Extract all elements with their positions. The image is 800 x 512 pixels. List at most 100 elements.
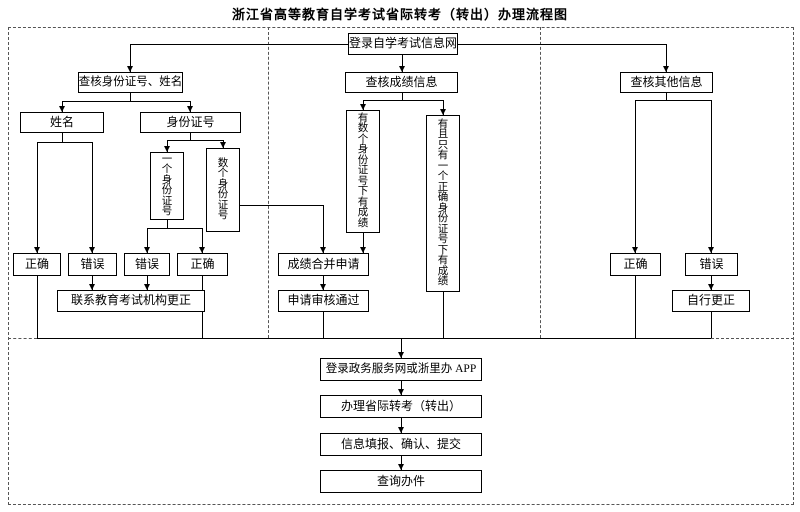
node-label: 自行更正 — [686, 293, 735, 308]
node-label: 正确 — [24, 256, 49, 271]
node-handle-transfer-out: 办理省际转考（转出） — [320, 395, 482, 418]
flow-line — [240, 205, 323, 206]
node-scores-under-multiple-ids: 有数个身份证号下有成绩 — [346, 110, 380, 233]
flow-line — [711, 100, 712, 253]
arrow-down-icon — [663, 66, 669, 72]
node-label: 正确 — [623, 256, 648, 271]
flow-line — [363, 233, 364, 253]
flow-line — [37, 142, 92, 143]
convergence-line — [37, 338, 711, 339]
arrow-down-icon — [89, 284, 95, 290]
flow-line — [635, 100, 711, 101]
node-name: 姓名 — [20, 112, 104, 133]
arrow-down-icon — [398, 389, 404, 395]
flow-line — [635, 276, 636, 338]
flow-line — [147, 276, 148, 290]
flow-line — [130, 93, 131, 101]
node-label: 登录政务服务网或浙里办 APP — [325, 363, 477, 376]
flow-line — [62, 133, 63, 142]
arrow-down-icon — [199, 247, 205, 253]
node-label: 信息填报、确认、提交 — [340, 436, 461, 451]
node-label: 一个身份证号 — [161, 153, 173, 217]
flow-line — [401, 381, 402, 395]
node-label: 有数个身份证号下有成绩 — [357, 112, 369, 229]
node-login-exam-net: 登录自学考试信息网 — [348, 33, 458, 55]
arrow-down-icon — [360, 247, 366, 253]
flow-line — [401, 456, 402, 470]
arrow-down-icon — [360, 104, 366, 110]
node-label: 正确 — [190, 256, 215, 271]
node-id-number: 身份证号 — [140, 112, 241, 133]
node-multiple-id-numbers: 数个身份证号 — [206, 148, 240, 232]
node-apply-approved: 申请审核通过 — [278, 290, 369, 312]
node-label: 数个身份证号 — [217, 157, 229, 221]
arrow-down-icon — [127, 66, 133, 72]
arrow-down-icon — [164, 146, 170, 152]
node-name-wrong: 错误 — [68, 253, 117, 276]
node-other-correct: 正确 — [610, 253, 661, 276]
node-label: 成绩合并申请 — [287, 256, 360, 271]
flow-line — [363, 100, 443, 101]
flow-line — [92, 142, 93, 253]
node-other-wrong: 错误 — [685, 253, 738, 276]
node-label: 身份证号 — [166, 114, 215, 129]
flow-line — [401, 338, 402, 358]
node-self-fix: 自行更正 — [672, 290, 750, 312]
node-label: 错误 — [134, 256, 159, 271]
arrow-down-icon — [59, 106, 65, 112]
node-login-gov-app: 登录政务服务网或浙里办 APP — [320, 358, 482, 381]
arrow-down-icon — [440, 109, 446, 115]
flow-line — [666, 93, 667, 100]
flowchart-title: 浙江省高等教育自学考试省际转考（转出）办理流程图 — [231, 7, 568, 22]
node-label: 办理省际转考（转出） — [340, 398, 461, 413]
arrow-down-icon — [34, 247, 40, 253]
node-label: 联系教育考试机构更正 — [70, 293, 191, 308]
arrow-down-icon — [708, 247, 714, 253]
flow-line — [443, 100, 444, 115]
node-scores-under-single-correct-id: 有且只有一个正确身份证号下有成绩 — [426, 115, 460, 292]
arrow-down-icon — [320, 284, 326, 290]
arrow-down-icon — [399, 66, 405, 72]
node-contact-org-fix: 联系教育考试机构更正 — [57, 290, 205, 312]
node-check-id-name: 查核身份证号、姓名 — [78, 72, 183, 93]
flow-line — [202, 228, 203, 253]
flow-line — [62, 101, 190, 102]
flow-line — [635, 100, 636, 253]
arrow-down-icon — [144, 284, 150, 290]
arrow-down-icon — [398, 427, 404, 433]
node-check-other-info: 查核其他信息 — [620, 72, 713, 93]
flow-line — [147, 228, 202, 229]
flowchart-border — [8, 27, 794, 505]
node-label: 有且只有一个正确身份证号下有成绩 — [437, 118, 449, 287]
arrow-down-icon — [187, 106, 193, 112]
node-label: 查核身份证号、姓名 — [78, 76, 183, 89]
flow-line — [92, 276, 93, 290]
arrow-down-icon — [398, 464, 404, 470]
flow-line — [147, 228, 148, 253]
arrow-down-icon — [708, 284, 714, 290]
arrow-down-icon — [220, 142, 226, 148]
arrow-down-icon — [320, 247, 326, 253]
flow-line — [401, 418, 402, 433]
node-score-merge-apply: 成绩合并申请 — [278, 253, 369, 276]
node-label: 查询办件 — [376, 473, 425, 488]
flow-line — [37, 276, 38, 338]
node-label: 姓名 — [49, 114, 74, 129]
flow-line — [167, 220, 168, 228]
node-one-id-correct: 正确 — [177, 253, 228, 276]
node-label: 错误 — [80, 256, 105, 271]
section-divider-right — [540, 27, 541, 338]
node-check-score-info: 查核成绩信息 — [345, 72, 458, 93]
arrow-down-icon — [144, 247, 150, 253]
node-label: 查核成绩信息 — [365, 74, 438, 89]
node-one-id-number: 一个身份证号 — [150, 152, 184, 220]
arrow-down-icon — [89, 247, 95, 253]
node-one-id-wrong: 错误 — [124, 253, 170, 276]
node-query-case: 查询办件 — [320, 470, 482, 493]
node-label: 登录自学考试信息网 — [349, 36, 458, 51]
node-fill-confirm-submit: 信息填报、确认、提交 — [320, 433, 482, 456]
flow-line — [402, 93, 403, 100]
section-divider-bottom-left — [8, 338, 37, 339]
section-divider-bottom-right — [711, 338, 794, 339]
